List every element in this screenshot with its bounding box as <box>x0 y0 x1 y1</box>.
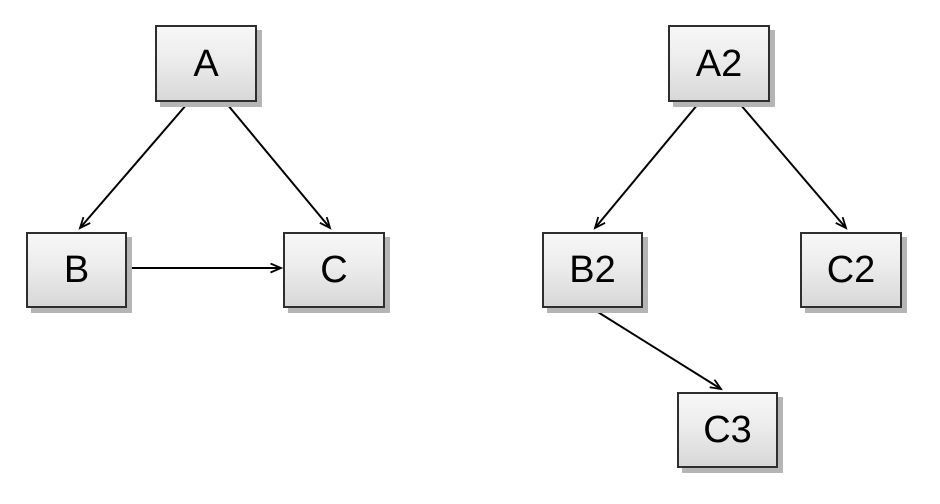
node-label-B2: B2 <box>569 249 616 291</box>
node-A[interactable]: A <box>155 25 257 102</box>
node-C[interactable]: C <box>283 232 385 308</box>
node-label-C3: C3 <box>703 409 752 451</box>
node-C2[interactable]: C2 <box>800 232 902 308</box>
node-B2[interactable]: B2 <box>542 232 643 308</box>
edge-A-to-C <box>226 103 330 228</box>
edge-group <box>80 103 846 389</box>
edge-B2-to-C3 <box>592 308 721 389</box>
node-label-C2: C2 <box>826 249 876 291</box>
node-label-A: A <box>193 42 219 85</box>
node-A2[interactable]: A2 <box>668 25 770 102</box>
node-label-C: C <box>320 249 348 291</box>
node-C3[interactable]: C3 <box>677 392 778 468</box>
edge-A2-to-B2 <box>595 103 699 228</box>
node-B[interactable]: B <box>26 232 127 308</box>
node-label-A2: A2 <box>695 42 743 85</box>
node-label-B: B <box>63 249 90 291</box>
edge-A-to-B <box>80 103 188 228</box>
edge-A2-to-C2 <box>739 103 846 228</box>
